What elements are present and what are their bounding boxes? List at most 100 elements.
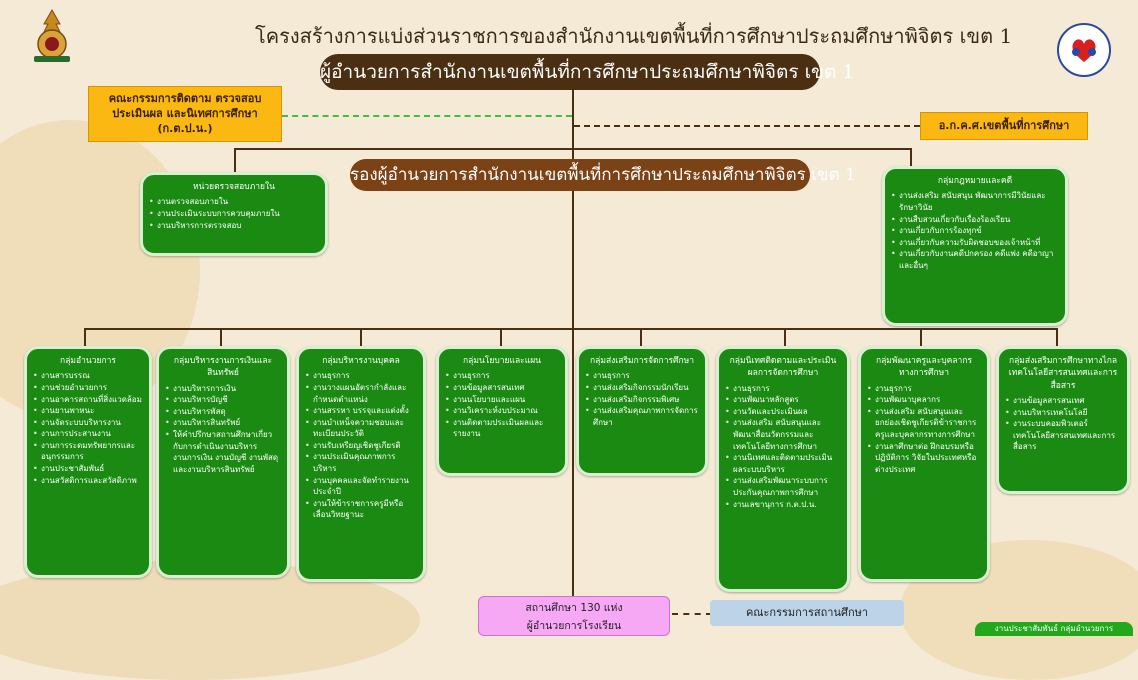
- connector-line: [1056, 328, 1058, 348]
- school-committee-box: คณะกรรมการสถานศึกษา: [710, 600, 904, 626]
- list-item: งานเกี่ยวกับความรับผิดชอบของเจ้าหน้าที่: [891, 237, 1059, 249]
- education-promotion-group-box: กลุ่มส่งเสริมการจัดการศึกษา งานธุรการ งา…: [576, 346, 708, 476]
- list-item: งานให้ข้าราชการครูมีหรือเลื่อนวิทยฐานะ: [305, 498, 417, 521]
- list-item: งานวัดและประเมินผล: [725, 406, 841, 418]
- list-item: งานนโยบายและแผน: [445, 394, 559, 406]
- list-item: งานบริหารบัญชี: [165, 394, 281, 406]
- finance-group-box: กลุ่มบริหารงานการเงินและสินทรัพย์ งานบริ…: [156, 346, 290, 578]
- list-item: งานบริหารพัสดุ: [165, 406, 281, 418]
- list-item: งานธุรการ: [445, 370, 559, 382]
- list-item: งานอาคารสถานที่สิ่งแวดล้อม: [33, 394, 143, 406]
- obec-emblem-icon: [22, 6, 82, 64]
- teacher-development-group-box: กลุ่มพัฒนาครูและบุคลากรทางการศึกษา งานธุ…: [858, 346, 990, 582]
- connector-line: [220, 328, 222, 348]
- supervision-group-box: กลุ่มนิเทศติดตามและประเมินผลการจัดการศึก…: [716, 346, 850, 592]
- list-item: ให้คำปรึกษาสถานศึกษาเกี่ยวกับการดำเนินงา…: [165, 429, 281, 475]
- list-item: งานประเมินคุณภาพการบริหาร: [305, 451, 417, 474]
- group-title: กลุ่มพัฒนาครูและบุคลากรทางการศึกษา: [875, 356, 973, 379]
- list-item: งานธุรการ: [867, 383, 981, 395]
- list-item: งานช่วยอำนวยการ: [33, 382, 143, 394]
- committee-line: ประเมินผล และนิเทศการศึกษา: [112, 107, 258, 120]
- group-title: กลุ่มนิเทศติดตามและประเมินผลการจัดการศึก…: [729, 356, 837, 379]
- connector-line: [84, 328, 86, 348]
- legal-group-box: กลุ่มกฎหมายและคดี งานส่งเสริม สนับสนุน พ…: [882, 166, 1068, 326]
- dashed-connector: [282, 115, 572, 117]
- group-title: กลุ่มส่งเสริมการจัดการศึกษา: [590, 356, 694, 366]
- list-item: งานเกี่ยวกับการร้องทุกข์: [891, 225, 1059, 237]
- footer-credit: งานประชาสัมพันธ์ กลุ่มอำนวยการ: [975, 622, 1133, 636]
- ict-group-box: กลุ่มส่งเสริมการศึกษาทางไกลเทคโนโลยีสารส…: [996, 346, 1130, 494]
- connector-line: [500, 328, 502, 348]
- list-item: งานนิเทศและติดตามประเมินผลระบบบริหาร: [725, 452, 841, 475]
- connector-line: [360, 328, 362, 348]
- list-item: งานบริหารการตรวจสอบ: [149, 220, 319, 232]
- list-item: งานเกี่ยวกับงานคดีปกครอง คดีแพ่ง คดีอาญา…: [891, 248, 1059, 271]
- list-item: งานประชาสัมพันธ์: [33, 463, 143, 475]
- list-item: งานบริหารการเงิน: [165, 383, 281, 395]
- group-title: กลุ่มส่งเสริมการศึกษาทางไกลเทคโนโลยีสารส…: [1008, 356, 1118, 391]
- schools-count: สถานศึกษา 130 แห่ง: [525, 602, 623, 614]
- list-item: งานข้อมูลสารสนเทศ: [1005, 395, 1121, 407]
- connector-line: [84, 328, 1056, 330]
- page-title: โครงสร้างการแบ่งส่วนราชการของสำนักงานเขต…: [255, 24, 1013, 48]
- list-item: งานติดตามประเมินผลและรายงาน: [445, 417, 559, 440]
- list-item: งานยานพาหนะ: [33, 405, 143, 417]
- list-item: งานสืบสวนเกี่ยวกับเรื่องร้องเรียน: [891, 214, 1059, 226]
- internal-audit-unit-box: หน่วยตรวจสอบภายใน งานตรวจสอบภายใน งานประ…: [140, 172, 328, 256]
- schools-director: ผู้อำนวยการโรงเรียน: [526, 620, 622, 632]
- group-title: กลุ่มบริหารงานบุคคล: [322, 356, 400, 366]
- list-item: งานส่งเสริมกิจกรรมพิเศษ: [585, 394, 699, 406]
- monitoring-committee-box: คณะกรรมการติดตาม ตรวจสอบ ประเมินผล และนิ…: [88, 86, 282, 142]
- list-item: งานบำเหน็จความชอบและทะเบียนประวัติ: [305, 417, 417, 440]
- list-item: งานส่งเสริม สนับสนุน พัฒนาการมีวินัยและร…: [891, 190, 1059, 213]
- list-item: งานการระดมทรัพยากรและอนุกรรมการ: [33, 440, 143, 463]
- list-item: งานธุรการ: [585, 370, 699, 382]
- list-item: งานบริหารเทคโนโลยี: [1005, 407, 1121, 419]
- list-item: งานสวัสดิการและสวัสดิภาพ: [33, 475, 143, 487]
- list-item: งานสารบรรณ: [33, 370, 143, 382]
- connector-line: [572, 88, 574, 596]
- list-item: งานส่งเสริมพัฒนาระบบการประกันคุณภาพการศึ…: [725, 475, 841, 498]
- list-item: งานธุรการ: [725, 383, 841, 395]
- list-item: งานการประสานงาน: [33, 428, 143, 440]
- list-item: งานส่งเสริม สนับสนุนและพัฒนาสื่อนวัตกรรม…: [725, 417, 841, 452]
- list-item: งานส่งเสริมกิจกรรมนักเรียน: [585, 382, 699, 394]
- connector-line: [784, 328, 786, 348]
- schools-box: สถานศึกษา 130 แห่ง ผู้อำนวยการโรงเรียน: [478, 596, 670, 636]
- director-title: ผู้อำนวยการสำนักงานเขตพื้นที่การศึกษาประ…: [320, 54, 855, 90]
- list-item: งานสรรหา บรรจุและแต่งตั้ง: [305, 405, 417, 417]
- group-title: กลุ่มอำนวยการ: [60, 356, 116, 366]
- deputy-director-title: รองผู้อำนวยการสำนักงานเขตพื้นที่การศึกษา…: [350, 159, 856, 191]
- committee-label: อ.ก.ค.ศ.เขตพื้นที่การศึกษา: [938, 119, 1070, 132]
- list-item: งานรับเหรียญเชิดชูเกียรติ: [305, 440, 417, 452]
- group-title: กลุ่มกฎหมายและคดี: [937, 176, 1013, 186]
- committee-line: คณะกรรมการติดตาม ตรวจสอบ: [108, 92, 262, 105]
- list-item: งานบุคคลและจัดทำรายงานประจำปี: [305, 475, 417, 498]
- connector-line: [234, 148, 236, 174]
- list-item: งานส่งเสริม สนับสนุนและยกย่องเชิดชูเกียร…: [867, 406, 981, 441]
- list-item: งานพัฒนาบุคลากร: [867, 394, 981, 406]
- akkhs-committee-box: อ.ก.ค.ศ.เขตพื้นที่การศึกษา: [920, 112, 1088, 140]
- list-item: งานพัฒนาหลักสูตร: [725, 394, 841, 406]
- list-item: งานตรวจสอบภายใน: [149, 196, 319, 208]
- list-item: งานบริหารสินทรัพย์: [165, 417, 281, 429]
- connector-line: [640, 328, 642, 348]
- list-item: งานเลขานุการ ก.ต.ป.น.: [725, 499, 841, 511]
- list-item: งานประเมินระบบการควบคุมภายใน: [149, 208, 319, 220]
- list-item: งานส่งเสริมคุณภาพการจัดการศึกษา: [585, 405, 699, 428]
- policy-plan-group-box: กลุ่มนโยบายและแผน งานธุรการ งานข้อมูลสาร…: [436, 346, 568, 476]
- group-title: กลุ่มนโยบายและแผน: [463, 356, 541, 366]
- dashed-connector: [574, 125, 920, 127]
- connector-line: [920, 328, 922, 348]
- list-item: งานข้อมูลสารสนเทศ: [445, 382, 559, 394]
- dashed-connector: [672, 613, 712, 615]
- list-item: งานวิเคราะห์งบประมาณ: [445, 405, 559, 417]
- group-title: กลุ่มบริหารงานการเงินและสินทรัพย์: [173, 356, 273, 379]
- connector-line: [910, 148, 912, 168]
- list-item: งานธุรการ: [305, 370, 417, 382]
- heart-hands-logo-icon: [1056, 22, 1112, 78]
- list-item: งานจัดระบบบริหารงาน: [33, 417, 143, 429]
- connector-line: [234, 148, 912, 150]
- list-item: งานลาศึกษาต่อ ฝึกอบรมหรือ ปฏิบัติการ วิจ…: [867, 441, 981, 476]
- committee-line: (ก.ต.ป.น.): [157, 122, 213, 135]
